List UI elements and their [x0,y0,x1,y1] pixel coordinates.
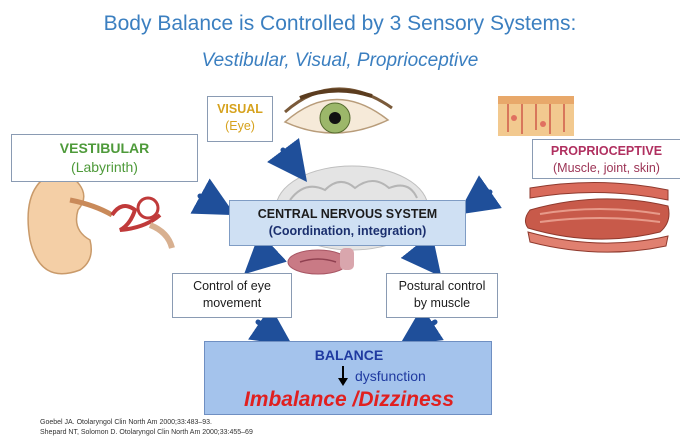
postural-box: Postural control by muscle [386,273,498,318]
references: Goebel JA. Otolaryngol Clin North Am 200… [40,418,253,438]
reference-2: Shepard NT, Solomon D. Otolaryngol Clin … [40,428,253,438]
visual-box: VISUAL (Eye) [207,96,273,142]
arrow-eye-to-balance [258,322,280,337]
arrow-proprio-to-cns [470,192,490,206]
proprioceptive-sub: (Muscle, joint, skin) [533,160,680,177]
proprioceptive-label: PROPRIOCEPTIVE [533,143,680,160]
postural-line1: Postural control [387,278,497,295]
arrow-postural-to-balance [412,322,435,337]
eye-control-box: Control of eye movement [172,273,292,318]
reference-1: Goebel JA. Otolaryngol Clin North Am 200… [40,418,253,428]
arrow-visual-to-cns [283,150,298,170]
vestibular-box: VESTIBULAR (Labyrinth) [11,134,198,182]
vestibular-sub: (Labyrinth) [12,158,197,177]
eye-control-line2: movement [173,295,291,312]
eye-control-line1: Control of eye [173,278,291,295]
visual-sub: (Eye) [208,118,272,135]
postural-line2: by muscle [387,295,497,312]
cns-sub: (Coordination, integration) [230,223,465,240]
visual-label: VISUAL [208,101,272,118]
imbalance-label: Imbalance /Dizziness [205,386,493,414]
down-arrow-icon [337,365,349,387]
ear-illustration [28,170,172,274]
arrow-cns-to-eye [255,250,270,264]
arrow-vestibular-to-cns [200,196,222,208]
balance-box: BALANCE dysfunction Imbalance /Dizziness [204,341,492,415]
cns-box: CENTRAL NERVOUS SYSTEM (Coordination, in… [229,200,466,246]
dysfunction-label: dysfunction [355,367,426,386]
muscle-illustration [525,182,669,252]
balance-label: BALANCE [205,346,493,365]
arrow-cns-to-postural [420,250,432,265]
cns-label: CENTRAL NERVOUS SYSTEM [230,206,465,223]
proprioceptive-box: PROPRIOCEPTIVE (Muscle, joint, skin) [532,139,680,179]
skin-layers-illustration [498,96,574,136]
vestibular-label: VESTIBULAR [12,139,197,158]
eye-illustration [285,89,392,133]
